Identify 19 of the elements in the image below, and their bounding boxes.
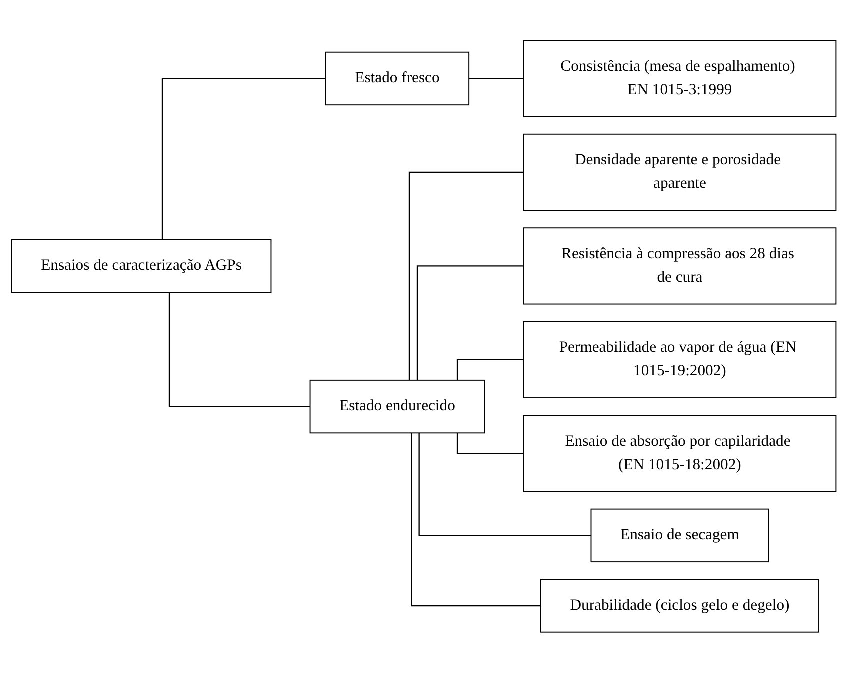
connector <box>418 433 592 536</box>
connector <box>468 78 524 80</box>
connector <box>408 172 524 380</box>
connector <box>456 433 524 454</box>
node-box: Densidade aparente e porosidade aparente <box>523 134 837 212</box>
node-box: Consistência (mesa de espalhamento) EN 1015-3:1999 <box>523 40 837 118</box>
node-box: Permeabilidade ao vapor de água (EN 1015-19:2002) <box>523 321 837 398</box>
node-box: Resistência à compressão aos 28 dias de cura <box>523 228 837 305</box>
node-box: Ensaios de caracterização AGPs <box>11 239 272 294</box>
node-box: Ensaio de absorção por capilaridade (EN 1015-18:2002) <box>523 415 837 492</box>
connector <box>162 78 326 240</box>
node-box: Ensaio de secagem <box>590 508 770 563</box>
node-box: Durabilidade (ciclos gelo e degelo) <box>540 579 820 633</box>
connector <box>416 266 524 380</box>
node-box: Estado endurecido <box>310 380 486 434</box>
connector <box>456 359 524 380</box>
node-box: Estado fresco <box>325 52 470 106</box>
connector <box>168 292 310 408</box>
connector <box>411 433 541 607</box>
